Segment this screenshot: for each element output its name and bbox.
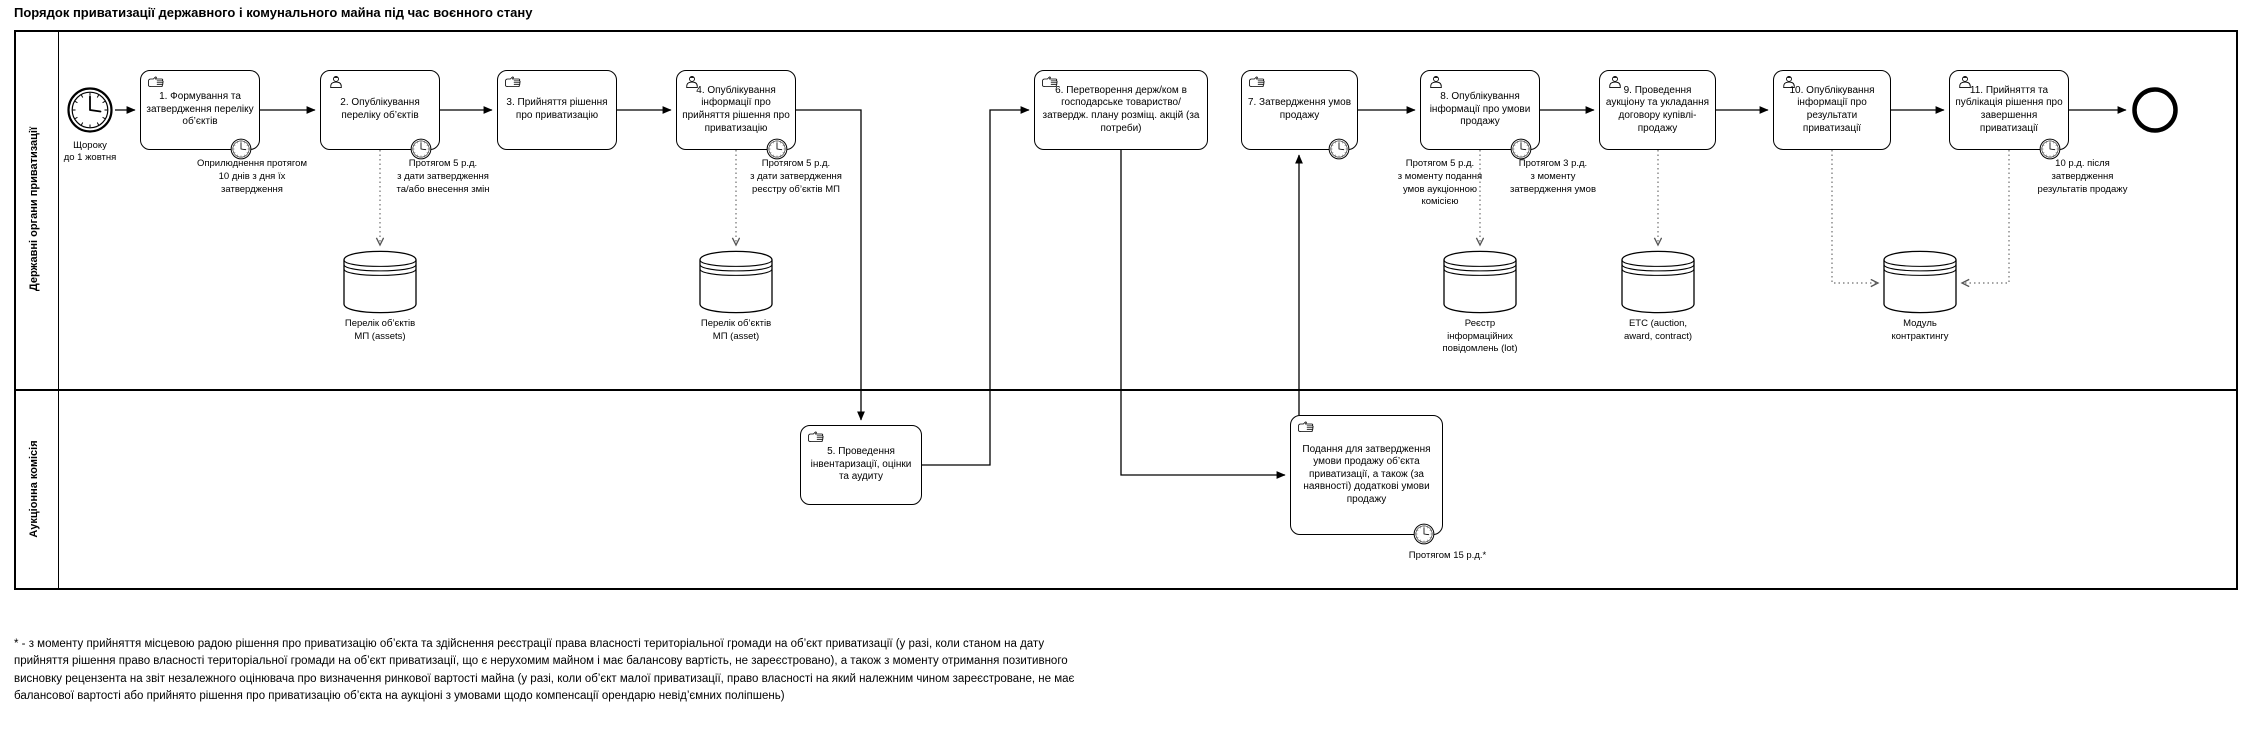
task-label: 1. Формування та затвердження переліку о… [146,91,254,128]
flow-task5-to-task6 [922,106,1030,466]
person-icon [1606,75,1624,89]
person-icon [683,75,701,89]
hand-icon [1248,75,1266,89]
timer-badge-icon [1328,138,1350,160]
lane-divider [14,389,2238,391]
hand-icon [1041,75,1059,89]
dataflow-task11-to-ds5 [1960,150,2010,288]
datastore-label: ЕТС (auction, award, contract) [1623,318,1693,342]
timer-badge-icon [1413,523,1435,545]
database-cylinder-icon [1622,251,1694,312]
datastore-lot-registry[interactable] [1443,250,1517,314]
pool-border[interactable] [14,30,2238,590]
hand-icon [1297,420,1315,434]
footnote-line: прийняття рішення право власності терито… [14,655,1068,668]
task-label: 6. Перетворення держ/ком в господарське … [1042,84,1200,134]
task-6-transform-to-company[interactable]: 6. Перетворення держ/ком в господарське … [1034,70,1208,150]
task-label: 7. Затвердження умов продажу [1247,97,1352,121]
task-9-auction-and-contract[interactable]: 9. Проведення аукціону та укладання дого… [1599,70,1716,150]
task-submit-sale-terms[interactable]: Подання для затвердження умови продажу о… [1290,415,1443,535]
task-1-form-approve-list[interactable]: 1. Формування та затвердження переліку о… [140,70,260,150]
annotation-publication-10-days: Оприлюднення протягом 10 днів з дня їх з… [196,158,307,195]
task-label: Подання для затвердження умови продажу о… [1302,443,1431,505]
datastore-ets[interactable] [1621,250,1695,314]
datastore-asset-list[interactable] [699,250,773,314]
diagram-title: Порядок приватизації державного і комуна… [14,5,533,20]
task-10-publish-results-info[interactable]: 10. Опублікування інформації про результ… [1773,70,1891,150]
task-8-publish-sale-terms[interactable]: 8. Опублікування інформації про умови пр… [1420,70,1540,150]
task-3-privatization-decision[interactable]: 3. Прийняття рішення про приватизацію [497,70,617,150]
dataflow-task10-to-ds5 [1831,150,1880,288]
task-label: 9. Проведення аукціону та укладання дого… [1605,84,1710,134]
annotation-5-days-commission-submission: Протягом 5 р.д. з моменту подання умов а… [1397,158,1483,208]
task-label: 8. Опублікування інформації про умови пр… [1429,91,1531,128]
task-label: 3. Прийняття рішення про приватизацію [506,97,608,121]
datastore-label: Перелік об’єктів МП (asset) [700,318,772,342]
timer-badge-icon [1510,138,1532,160]
task-5-inventory-valuation-audit[interactable]: 5. Проведення інвентаризації, оцінки та … [800,425,922,505]
footnote-line: * - з моменту прийняття місцевою радою р… [14,638,1045,650]
task-2-publish-list[interactable]: 2. Опублікування переліку об’єктів [320,70,440,150]
annotation-5-days-approval-changes: Протягом 5 р.д. з дати затвердження та/а… [396,158,490,195]
database-cylinder-icon [1884,251,1956,312]
datastore-label: Перелік об’єктів МП (assets) [344,318,416,342]
timer-start-event[interactable] [66,86,114,134]
flow-task4-to-task5 [796,109,865,421]
task-label: 10. Опублікування інформації про результ… [1789,84,1875,134]
task-4-publish-decision-info[interactable]: 4. Опублікування інформації про прийнятт… [676,70,796,150]
database-cylinder-icon [344,251,416,312]
footnote: * - з моменту прийняття місцевою радою р… [14,636,1074,705]
task-7-approve-sale-terms[interactable]: 7. Затвердження умов продажу [1241,70,1358,150]
annotation-15-days: Протягом 15 р.д.* [1408,550,1487,561]
datastore-label: Реєстр інформаційних повідомлень (lot) [1442,318,1518,355]
annotation-5-days-registry-approval: Протягом 5 р.д. з дати затвердження реєс… [750,158,842,195]
database-cylinder-icon [1444,251,1516,312]
task-label: 2. Опублікування переліку об’єктів [340,97,420,121]
hand-icon [504,75,522,89]
task-label: 11. Прийняття та публікація рішення про … [1955,84,2063,134]
datastore-label: Модуль контрактингу [1891,318,1949,342]
task-label: 5. Проведення інвентаризації, оцінки та … [810,446,912,483]
timer-badge-icon [2039,138,2061,160]
timer-badge-icon [410,138,432,160]
datastore-assets-list[interactable] [343,250,417,314]
timer-badge-icon [766,138,788,160]
timer-clock-icon [69,89,112,132]
start-event-label: Щороку до 1 жовтня [63,140,117,164]
database-cylinder-icon [700,251,772,312]
annotation-10-days-after-results: 10 р.д. після затвердження результатів п… [2037,158,2128,195]
annotation-3-days-terms-approval: Протягом 3 р.д. з моменту затвердження у… [1509,158,1597,195]
timer-badge-icon [230,138,252,160]
datastore-contracting-module[interactable] [1883,250,1957,314]
footnote-line: висновку рецензента на звіт незалежного … [14,672,1075,685]
person-icon [1780,75,1798,89]
hand-icon [807,430,825,444]
hand-icon [147,75,165,89]
end-circle-icon [2132,87,2178,133]
task-label: 4. Опублікування інформації про прийнятт… [682,84,790,134]
lane-label-strip-divider [58,30,59,590]
person-icon [1427,75,1445,89]
footnote-line: балансової вартості або прийнято рішення… [14,689,785,702]
task-11-completion-decision[interactable]: 11. Прийняття та публікація рішення про … [1949,70,2069,150]
end-event[interactable] [2131,86,2179,134]
person-icon [1956,75,1974,89]
flow-task6-to-task12 [1120,150,1286,479]
person-icon [327,75,345,89]
